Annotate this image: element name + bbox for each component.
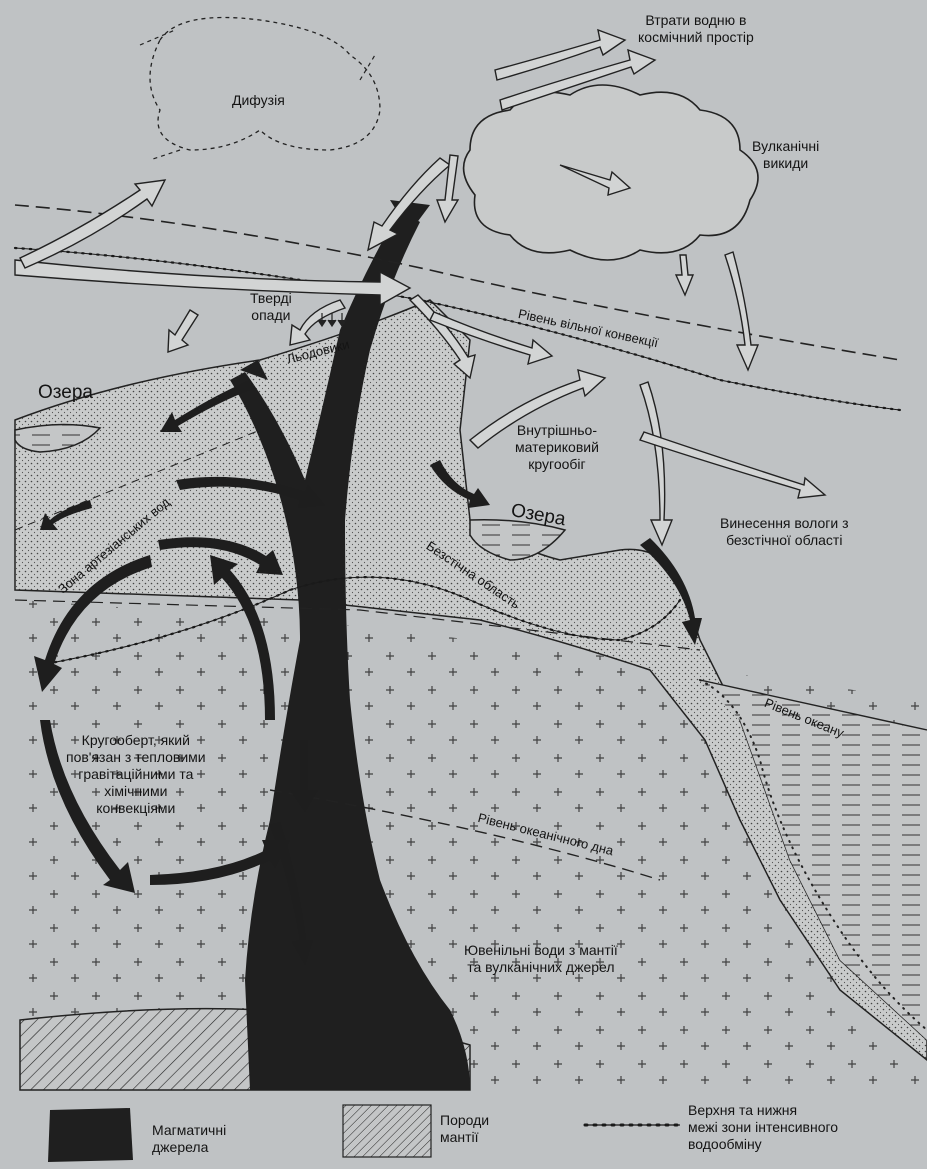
label-intracontinental-line1: Внутрішньо- <box>515 422 599 439</box>
label-juvenile: Ювенільні води з мантії та вулканічних д… <box>464 942 618 976</box>
legend-magmatic-line2: джерела <box>152 1139 226 1156</box>
label-convection-cycle-line4: хімічними <box>66 783 206 800</box>
label-intracontinental-line3: кругообіг <box>515 456 599 473</box>
label-convection-cycle: Кругооберт, який пов'язан з тепловими гр… <box>66 732 206 817</box>
legend-boundary-line1: Верхня та нижня <box>688 1102 838 1119</box>
legend-magmatic-line1: Магматичні <box>152 1122 226 1139</box>
legend-mantle-line1: Породи <box>440 1112 489 1129</box>
solid-precip-arrows <box>318 313 346 326</box>
label-volcanic-line1: Вулканічні <box>752 138 819 155</box>
legend-boundary-line2: межі зони інтенсивного <box>688 1119 838 1136</box>
label-moisture-removal: Винесення вологи з безстічної області <box>720 515 849 549</box>
label-intracontinental: Внутрішньо- материковий кругообіг <box>515 422 599 473</box>
label-lakes-left: Озера <box>38 384 93 401</box>
label-juvenile-line1: Ювенільні води з мантії <box>464 942 618 959</box>
label-moisture-removal-line2: безстічної області <box>720 532 849 549</box>
legend-boundary-line3: водообміну <box>688 1136 838 1153</box>
label-convection-cycle-line1: Кругооберт, який <box>66 732 206 749</box>
legend-mantle-swatch <box>343 1105 431 1157</box>
label-solid-precip-line1: Тверді <box>250 290 292 307</box>
legend-magmatic-swatch <box>48 1108 133 1162</box>
legend-magmatic-label: Магматичні джерела <box>152 1122 226 1156</box>
label-volcanic: Вулканічні викиди <box>752 138 819 172</box>
label-moisture-removal-line1: Винесення вологи з <box>720 515 849 532</box>
legend-mantle-line2: мантії <box>440 1129 489 1146</box>
label-solid-precip-line2: опади <box>250 307 292 324</box>
label-water-loss-line1: Втрати водню в <box>638 12 754 29</box>
legend-mantle-label: Породи мантії <box>440 1112 489 1146</box>
label-volcanic-line2: викиди <box>752 155 819 172</box>
label-convection-cycle-line3: гравітаційними та <box>66 766 206 783</box>
legend-boundary-label: Верхня та нижня межі зони інтенсивного в… <box>688 1102 838 1153</box>
label-convection-cycle-line5: конвекціями <box>66 800 206 817</box>
label-water-loss-line2: космічний простір <box>638 29 754 46</box>
label-water-loss: Втрати водню в космічний простір <box>638 12 754 46</box>
label-intracontinental-line2: материковий <box>515 439 599 456</box>
label-convection-cycle-line2: пов'язан з тепловими <box>66 749 206 766</box>
label-juvenile-line2: та вулканічних джерел <box>464 959 618 976</box>
label-solid-precip: Тверді опади <box>250 290 292 324</box>
label-diffusion: Дифузія <box>232 92 285 109</box>
